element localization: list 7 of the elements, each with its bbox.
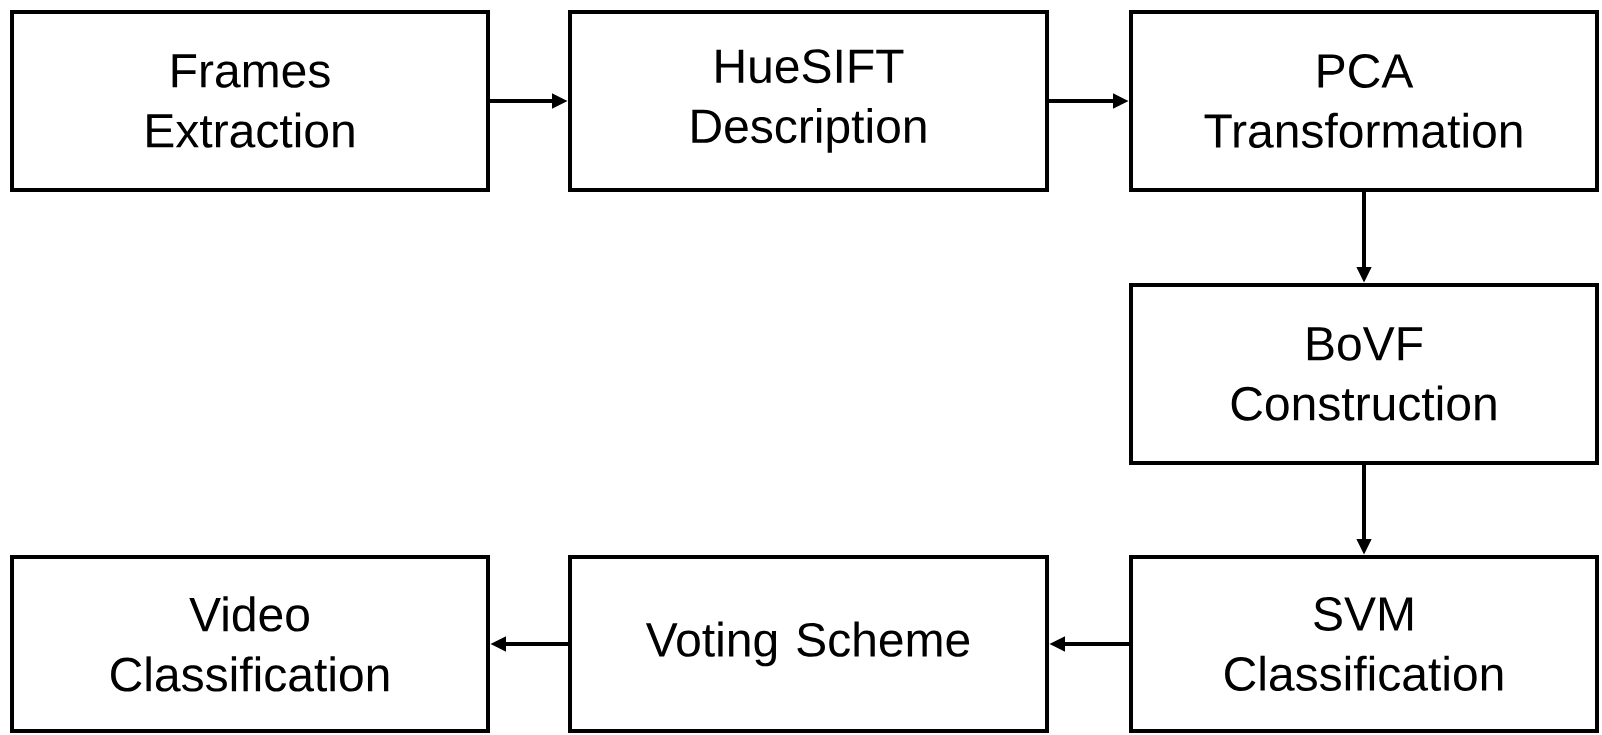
process-box: Video Classification xyxy=(10,555,490,733)
process-box: HueSIFT Description xyxy=(568,10,1049,192)
process-box: Frames Extraction xyxy=(10,10,490,192)
process-box: SVM Classification xyxy=(1129,555,1599,733)
process-box: PCA Transformation xyxy=(1129,10,1599,192)
process-box: Voting Scheme xyxy=(568,555,1049,733)
process-box: BoVF Construction xyxy=(1129,283,1599,465)
